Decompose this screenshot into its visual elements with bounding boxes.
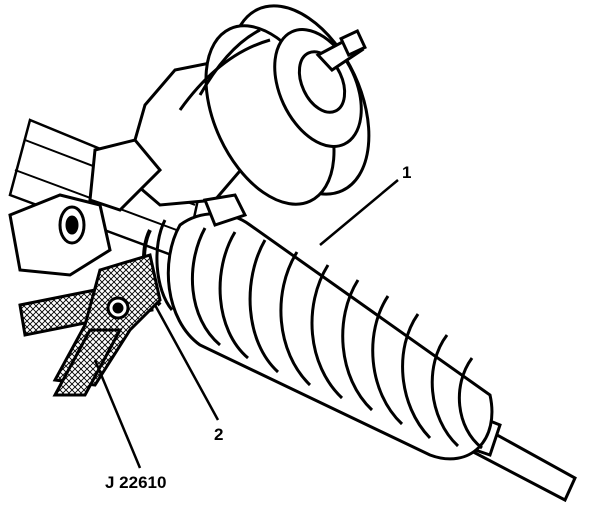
leader-line-1 (319, 179, 399, 246)
callout-2-label: 2 (214, 425, 223, 444)
leader-line-tool (93, 359, 142, 469)
leader-line-2 (153, 304, 220, 421)
bellows-boot (166, 212, 494, 461)
tool-label: J 22610 (105, 473, 166, 492)
pinion-valve-housing (123, 4, 371, 207)
callout-1-label: 1 (402, 163, 411, 182)
leader-lines (93, 179, 399, 469)
clamp-pliers-tool (18, 253, 162, 397)
left-end-fitting (8, 138, 163, 277)
